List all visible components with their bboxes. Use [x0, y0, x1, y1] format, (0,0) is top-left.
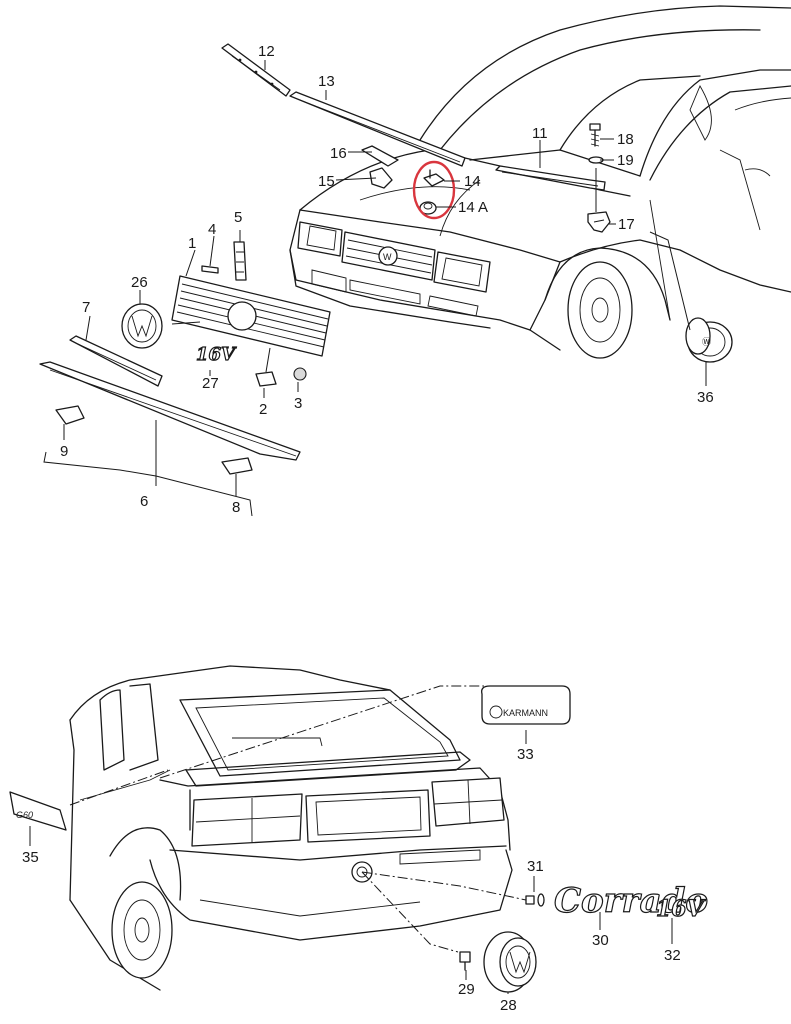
- callout-29: 29: [458, 981, 475, 998]
- callout-7: 7: [82, 299, 90, 316]
- part-36-fender-badge[interactable]: Ⓦ: [685, 317, 733, 363]
- part-16-bracket[interactable]: [361, 145, 399, 167]
- part-26-vw-emblem[interactable]: [121, 303, 163, 349]
- callout-16: 16: [330, 145, 347, 162]
- callout-1: 1: [188, 235, 196, 252]
- rear-car-illustration: [69, 665, 513, 991]
- callout-35: 35: [22, 849, 39, 866]
- callout-28: 28: [500, 997, 517, 1014]
- part-5-bracket[interactable]: [233, 241, 247, 281]
- part-36-badge-mark: Ⓦ: [702, 337, 711, 347]
- callout-14a: 14 A: [458, 199, 488, 216]
- callout-14: 14: [464, 173, 481, 190]
- part-35-gti-badge[interactable]: G60: [9, 791, 67, 831]
- callout-8: 8: [232, 499, 240, 516]
- part-9-end-cap[interactable]: [55, 405, 85, 425]
- part-27-16v-badge[interactable]: 16V: [195, 343, 237, 365]
- part-27-badge-text: 16V: [196, 344, 237, 365]
- callout-12: 12: [258, 43, 275, 60]
- part-14-retainer[interactable]: [423, 169, 445, 187]
- part-28-vw-emblem[interactable]: [483, 931, 537, 993]
- front-car-illustration: W: [289, 5, 791, 359]
- part-3-rivet[interactable]: [293, 367, 307, 381]
- part-33-badge-text: KARMANN: [503, 708, 548, 718]
- part-2-grommet[interactable]: [255, 371, 277, 387]
- callout-18: 18: [617, 131, 634, 148]
- part-32-16v-badge[interactable]: 16V: [655, 895, 706, 922]
- callout-26: 26: [131, 274, 148, 291]
- part-18-screw[interactable]: [589, 123, 601, 147]
- callout-30: 30: [592, 932, 609, 949]
- part-35-badge-text: G60: [16, 810, 33, 820]
- part-31-bolt[interactable]: [525, 893, 545, 907]
- car-vw-logo-text: W: [383, 252, 392, 262]
- callout-5: 5: [234, 209, 242, 226]
- part-1-grille[interactable]: [171, 275, 331, 357]
- part-6-bumper-trim[interactable]: [39, 361, 301, 461]
- callout-2: 2: [259, 401, 267, 418]
- callout-15: 15: [318, 173, 335, 190]
- part-8-end-cap[interactable]: [221, 457, 253, 475]
- part-11-wing-seal[interactable]: [495, 165, 606, 191]
- part-32-badge-text: 16V: [656, 896, 706, 922]
- part-13-cowl-trim[interactable]: [289, 91, 466, 167]
- highlight-circle: [412, 160, 456, 220]
- callout-4: 4: [208, 221, 216, 238]
- callout-11: 11: [532, 125, 548, 142]
- part-29-screw[interactable]: [459, 951, 471, 971]
- callout-13: 13: [318, 73, 335, 90]
- callout-19: 19: [617, 152, 634, 169]
- part-15-clip[interactable]: [369, 167, 393, 189]
- callout-33: 33: [517, 746, 534, 763]
- callout-9: 9: [60, 443, 68, 460]
- callout-6: 6: [140, 493, 148, 510]
- part-30-badge-text: Corrado: [554, 881, 708, 921]
- part-17-clip[interactable]: [587, 211, 611, 233]
- part-7-bumper-insert[interactable]: [69, 335, 163, 387]
- callout-3: 3: [294, 395, 302, 412]
- part-12-scuttle-strip[interactable]: [221, 43, 291, 97]
- part-33-karmann-badge[interactable]: KARMANN: [481, 685, 571, 725]
- callout-32: 32: [664, 947, 681, 964]
- part-30-corrado-badge[interactable]: Corrado: [553, 880, 708, 921]
- callout-17: 17: [618, 216, 635, 233]
- part-4-clip[interactable]: [201, 265, 219, 274]
- callout-27: 27: [202, 375, 219, 392]
- callout-36: 36: [697, 389, 714, 406]
- callout-31: 31: [527, 858, 544, 875]
